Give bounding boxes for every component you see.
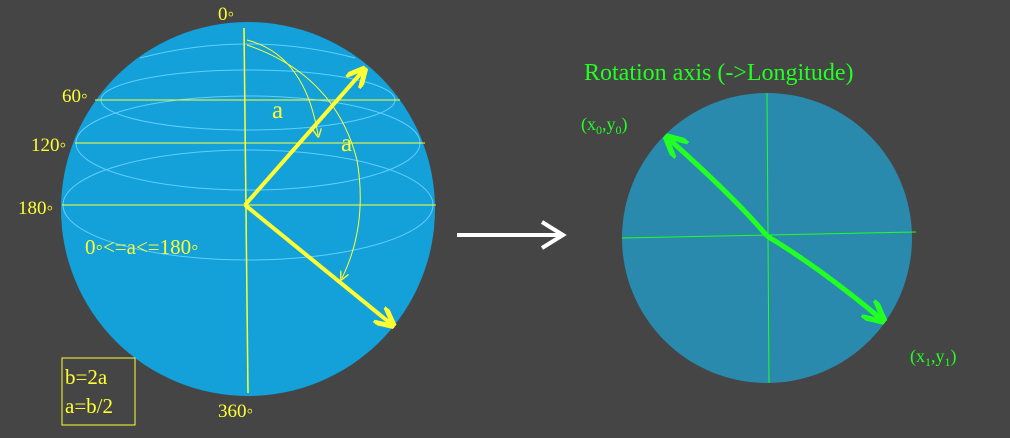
latitude-arc-top [139, 43, 356, 59]
label-point1: (x1,y1) [910, 346, 957, 369]
vector-down [243, 203, 390, 323]
label-angle-a-outer: a [341, 130, 352, 157]
vertical-axis [243, 27, 249, 394]
sphere-diagram: 0◦ 60◦ 120◦ 180◦ 360◦ a a 0◦<=a<=180◦ b=… [18, 4, 436, 426]
label-0-deg: 0◦ [218, 4, 234, 25]
formula-line-1: b=2a [65, 365, 108, 389]
transition-arrow [457, 220, 567, 250]
angle-arc-outer [246, 44, 361, 278]
rotation-title: Rotation axis (->Longitude) [584, 60, 853, 86]
label-point0: (x0,y0) [581, 114, 628, 137]
angle-arc-inner [246, 39, 318, 135]
label-angle-range: 0◦<=a<=180◦ [85, 235, 199, 259]
label-360-deg: 360◦ [218, 401, 253, 422]
vector-up [243, 72, 362, 207]
vector-to-x1y1 [765, 233, 880, 318]
label-180-deg: 180◦ [18, 198, 53, 219]
vector-to-x0y0 [670, 140, 769, 238]
rotation-disc-diagram: Rotation axis (->Longitude) (x0,y0) (x1,… [581, 60, 957, 384]
label-60-deg: 60◦ [62, 86, 88, 107]
formula-box [61, 357, 136, 426]
formula-line-2: a=b/2 [65, 394, 113, 418]
label-120-deg: 120◦ [31, 135, 66, 156]
label-angle-a-inner: a [272, 97, 283, 124]
